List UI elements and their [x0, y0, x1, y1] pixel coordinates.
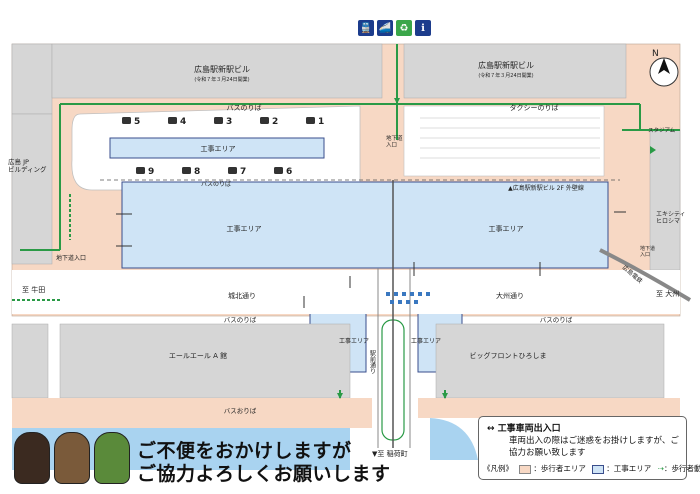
aleale-label: エールエール A 館: [169, 351, 227, 360]
bus-icon: [260, 117, 269, 124]
construction-label-4: 工事エリア: [339, 337, 369, 345]
compass-label: N: [652, 49, 659, 59]
construction-label-1: 工事エリア: [201, 144, 236, 153]
bus-stop-number: 1: [318, 117, 324, 127]
right-building-name: 広島駅新駅ビル: [478, 60, 534, 70]
construction-area-main: [121, 181, 609, 269]
train-icon: 🚆: [358, 20, 374, 36]
block-bigfront: [435, 323, 665, 399]
legend-swatch-pedestrian: [519, 464, 532, 474]
tram-station-label: スタジアム: [648, 126, 676, 134]
bus-stop-number: 9: [148, 167, 154, 177]
to-ushita-label: 至 牛田: [22, 285, 45, 294]
mascot-bear-staff: [94, 432, 130, 484]
construction-label-3: 工事エリア: [489, 224, 524, 233]
bus-noriba-top-label: バスのりば: [227, 103, 262, 112]
info-icon: ℹ: [415, 20, 431, 36]
building-new-left: [51, 43, 383, 99]
bus-noriba-right-label: バスのりば: [540, 315, 573, 324]
legend-construction: ：工事エリア: [606, 464, 652, 473]
ekicity-label: エキシティヒロシマ: [656, 211, 686, 225]
taxi-area: [403, 105, 605, 177]
pedestrian-area-south-left: [12, 398, 372, 428]
bus-noriba-left-label: バスのりば: [224, 315, 257, 324]
to-inaricho-label: ▼至 稲荷町: [372, 449, 408, 458]
bus-icon: [274, 167, 283, 174]
bus-icon: [306, 117, 315, 124]
bus-stops-top: 5 4 3 2 1: [122, 117, 324, 127]
outer-wall-label: ▲広島駅新駅ビル 2F 外壁線: [508, 184, 584, 192]
legend-note: 車両出入の際はご迷惑をお掛けしますが、ご協力お願い致します: [509, 436, 679, 458]
pedestrian-crossing: [386, 292, 430, 304]
legend-swatch-construction: [592, 464, 605, 474]
legend-title: ↔ 工事車両出入口: [487, 424, 561, 434]
ujina-street-label: 城北通り: [228, 291, 256, 300]
bus-stop-number: 5: [134, 117, 140, 127]
daishu-street-label: 大州通り: [496, 291, 524, 300]
river-right: [430, 418, 478, 460]
mascot-bears: [14, 428, 132, 484]
building-right-ekicity: [649, 129, 681, 271]
bus-stop-number: 4: [180, 117, 186, 127]
walk-routes: [12, 44, 680, 398]
pedestrian-area-south-right: [418, 398, 680, 418]
legend-pedestrian: ：歩行者エリア: [533, 464, 586, 473]
left-building-name: 広島駅新駅ビル: [194, 64, 250, 74]
bus-icon: [122, 117, 131, 124]
legend-route-arrow-icon: ⇢: [657, 464, 664, 473]
bus-stop-number: 7: [240, 167, 246, 177]
road-south-band: [12, 270, 680, 314]
legend-box: ↔ 工事車両出入口 車両出入の際はご迷惑をお掛けしますが、ご協力お願い致します …: [478, 416, 700, 480]
block-aleale: [59, 323, 351, 399]
bus-icon: [228, 167, 237, 174]
chika-entrance-3: 地下道入口: [640, 245, 655, 258]
legend-example: 《凡例》: [483, 464, 513, 473]
shinkansen-icon: 🚄: [377, 20, 393, 36]
eki-icon: ♻: [396, 20, 412, 36]
building-new-right: [403, 43, 627, 99]
taxi-stalls: [420, 117, 600, 159]
bus-stop-number: 6: [286, 167, 292, 177]
bus-icon: [168, 117, 177, 124]
construction-area-bus: [109, 137, 325, 159]
apology-line-2: ご協力よろしくお願いします: [137, 463, 391, 485]
apology-line-1: ご不便をおかけしますが: [137, 440, 352, 462]
building-left-top: [11, 43, 53, 115]
chika-entrance-1: 地下道入口: [386, 134, 403, 148]
left-building-sub: (令和７年３月24日開業): [194, 76, 249, 83]
building-left-jp: [11, 113, 53, 265]
bigfront-label: ビッグフロントひろしま: [470, 351, 547, 360]
legend-route: ：歩行者動線: [663, 464, 700, 473]
bus-stops-lower: 9 8 7 6: [136, 167, 292, 177]
railway-curve: [599, 248, 692, 302]
bus-icon: [182, 167, 191, 174]
ekimae-street-label: 駅前通り: [369, 350, 376, 374]
construction-label-5: 工事エリア: [411, 337, 441, 345]
mascot-bear-driver: [54, 432, 90, 484]
bus-stop-number: 3: [226, 117, 232, 127]
right-building-sub: (令和７年３月24日開業): [478, 72, 533, 79]
vehicle-entry-arrows: [116, 211, 626, 308]
compass: N: [649, 49, 679, 87]
construction-label-2: 工事エリア: [227, 224, 262, 233]
block-left-edge: [11, 323, 49, 399]
bus-icon: [214, 117, 223, 124]
walk-route-arrows: [337, 98, 656, 399]
to-daishu-label: 至 大州: [656, 289, 679, 298]
bus-stop-number: 2: [272, 117, 278, 127]
bus-oriba-label: バスおりば: [224, 406, 257, 415]
chika-entrance-2: 地下道入口: [56, 254, 86, 262]
bus-icon: [136, 167, 145, 174]
bus-oriba-label-upper: バスのりば: [201, 180, 231, 188]
taxi-noriba-label: タクシーのりば: [510, 103, 559, 112]
legend-keys: 《凡例》 ：歩行者エリア ：工事エリア ⇢：歩行者動線: [483, 463, 700, 474]
bus-stop-number: 8: [194, 167, 200, 177]
mascot-bear-conductor: [14, 432, 50, 484]
